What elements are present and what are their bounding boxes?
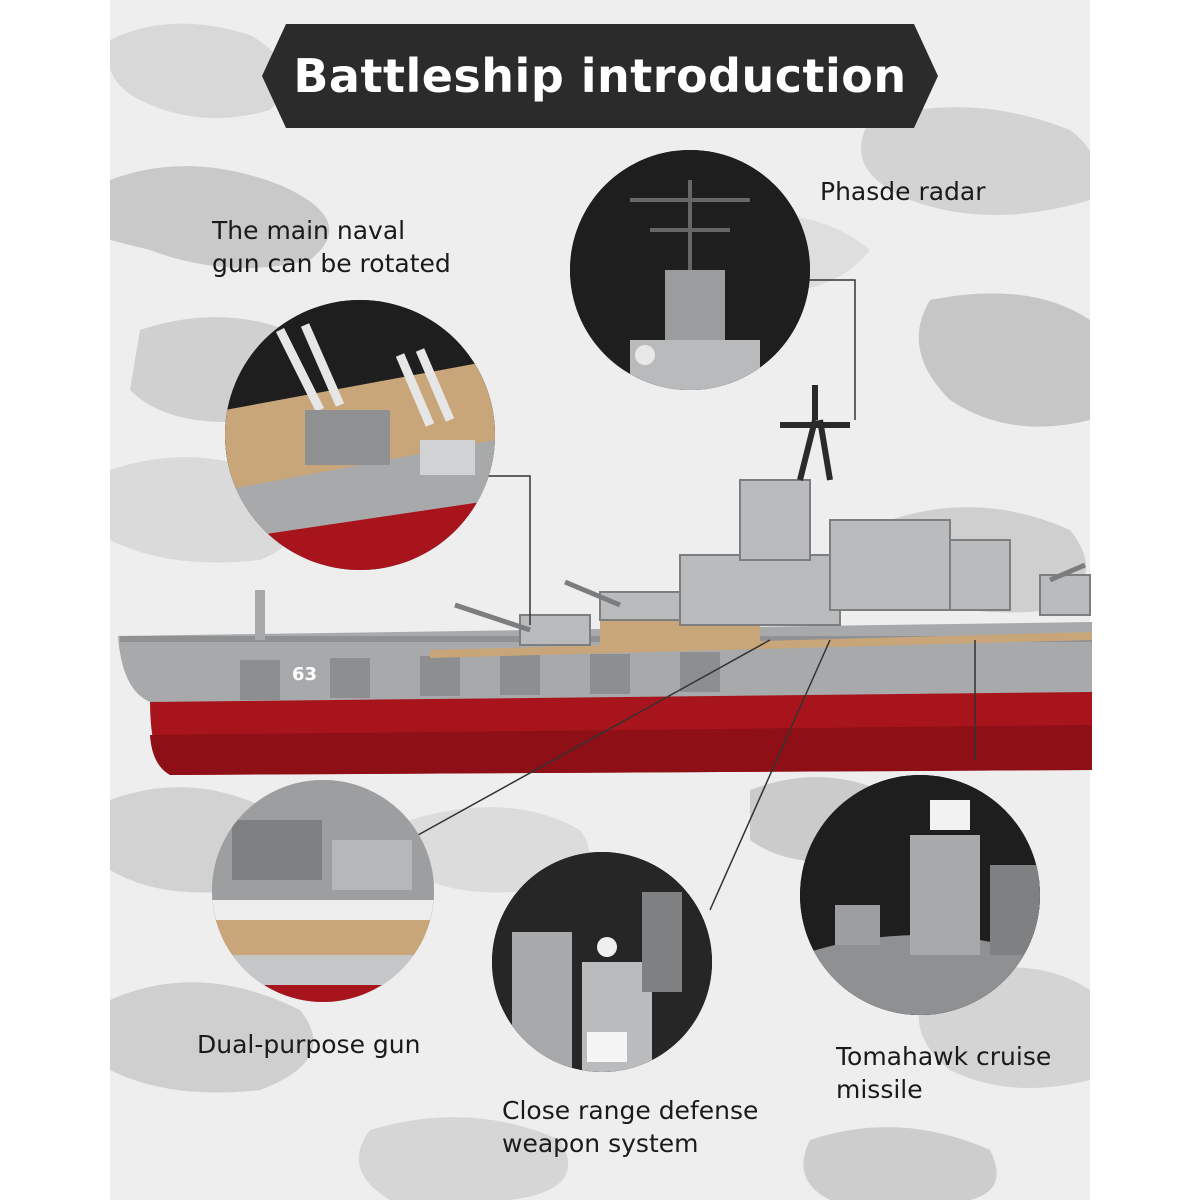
callout-dual-purpose-gun: Dual-purpose gun bbox=[197, 1030, 421, 1059]
radar-detail-circle bbox=[570, 150, 810, 390]
callout-main-naval-gun: The main naval gun can be rotated bbox=[212, 216, 451, 278]
hull-number: 63 bbox=[292, 664, 317, 685]
dual-purpose-gun-detail-circle bbox=[212, 780, 434, 1002]
tomahawk-detail-circle bbox=[800, 775, 1040, 1015]
callout-close-range-defense: Close range defense weapon system bbox=[502, 1096, 759, 1158]
main-gun-detail-circle bbox=[225, 300, 495, 570]
callout-tomahawk-missile: Tomahawk cruise missile bbox=[836, 1042, 1052, 1104]
banner-title: Battleship introduction bbox=[293, 49, 907, 103]
title-banner: Battleship introduction bbox=[262, 24, 938, 128]
callout-phased-radar: Phasde radar bbox=[820, 177, 986, 206]
ciws-detail-circle bbox=[492, 852, 712, 1072]
